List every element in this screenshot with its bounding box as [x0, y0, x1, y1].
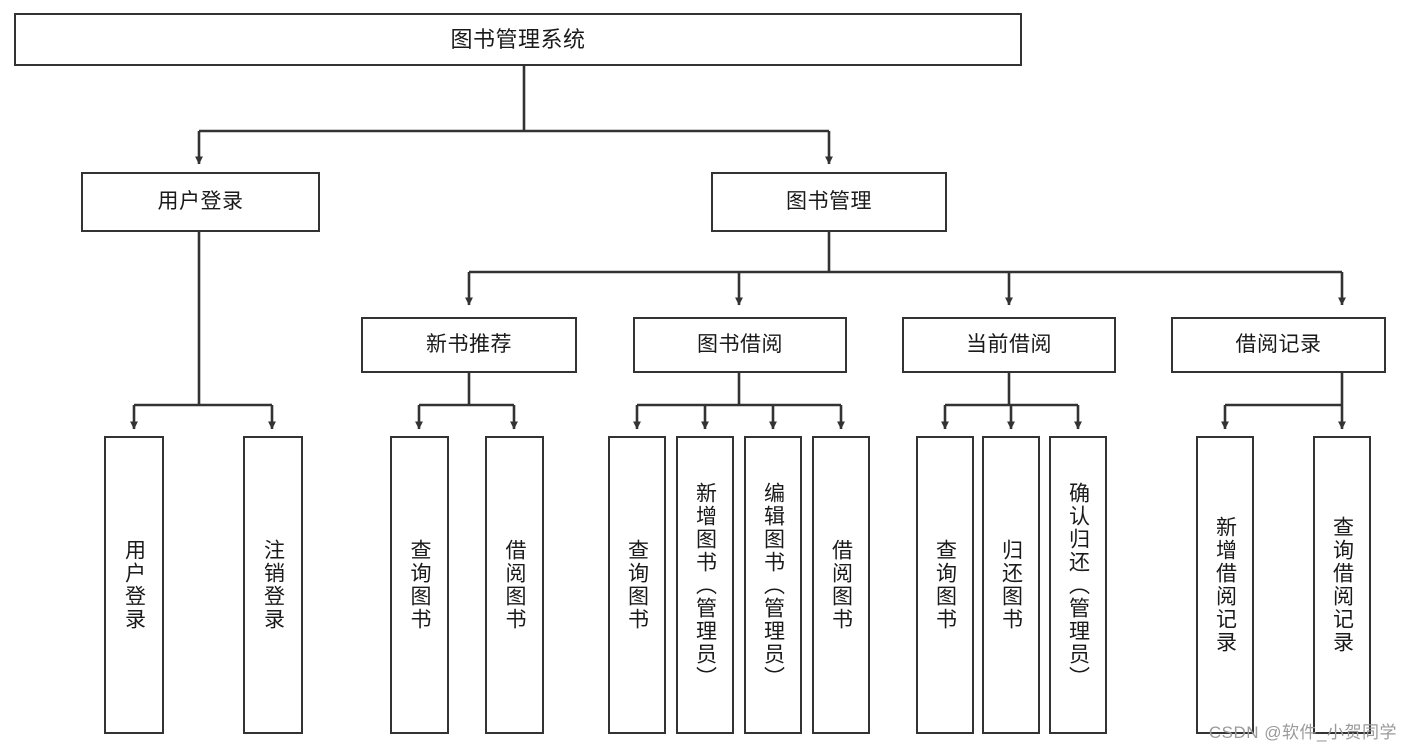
leaf-borrow-book-recommend[interactable]: 借阅图书: [485, 436, 544, 734]
node-label: 确认归还（管理员）: [1066, 481, 1090, 689]
node-label: 用户登录: [157, 189, 244, 213]
node-label: 图书管理系统: [450, 26, 586, 52]
node-label: 用户登录: [122, 539, 146, 631]
node-label: 当前借阅: [966, 332, 1052, 356]
node-label: 查询图书: [933, 539, 957, 631]
node-label: 注销登录: [261, 539, 285, 631]
node-label: 借阅图书: [829, 539, 853, 631]
node-label: 查询图书: [408, 539, 431, 631]
node-book-management[interactable]: 图书管理: [711, 172, 947, 232]
node-label: 图书借阅: [697, 332, 783, 356]
node-book-borrow[interactable]: 图书借阅: [633, 317, 847, 373]
leaf-add-borrow-record[interactable]: 新增借阅记录: [1196, 436, 1254, 734]
node-label: 图书管理: [786, 189, 872, 213]
leaf-user-login[interactable]: 用户登录: [104, 436, 164, 734]
node-label: 编辑图书（管理员）: [761, 481, 785, 689]
node-root-book-management-system[interactable]: 图书管理系统: [14, 13, 1022, 66]
node-user-login[interactable]: 用户登录: [81, 172, 320, 232]
leaf-edit-book-admin[interactable]: 编辑图书（管理员）: [744, 436, 802, 734]
node-label: 新增借阅记录: [1213, 516, 1237, 654]
node-label: 借阅图书: [503, 539, 526, 631]
leaf-query-book-current[interactable]: 查询图书: [916, 436, 974, 734]
node-label: 借阅记录: [1235, 332, 1322, 356]
leaf-confirm-return-admin[interactable]: 确认归还（管理员）: [1049, 436, 1107, 734]
node-label: 新增图书（管理员）: [693, 481, 717, 689]
node-label: 查询图书: [625, 539, 649, 631]
node-label: 新书推荐: [426, 332, 512, 356]
leaf-query-book-borrow[interactable]: 查询图书: [608, 436, 666, 734]
leaf-query-borrow-record[interactable]: 查询借阅记录: [1313, 436, 1371, 734]
node-label: 查询借阅记录: [1330, 516, 1354, 654]
node-label: 归还图书: [999, 539, 1023, 631]
leaf-add-book-admin[interactable]: 新增图书（管理员）: [676, 436, 734, 734]
node-borrow-record[interactable]: 借阅记录: [1171, 317, 1386, 373]
leaf-borrow-book[interactable]: 借阅图书: [812, 436, 870, 734]
node-new-book-recommend[interactable]: 新书推荐: [361, 317, 577, 373]
node-current-borrow[interactable]: 当前借阅: [902, 317, 1116, 373]
leaf-return-book[interactable]: 归还图书: [982, 436, 1040, 734]
leaf-query-book-recommend[interactable]: 查询图书: [390, 436, 449, 734]
leaf-logout-login[interactable]: 注销登录: [243, 436, 303, 734]
